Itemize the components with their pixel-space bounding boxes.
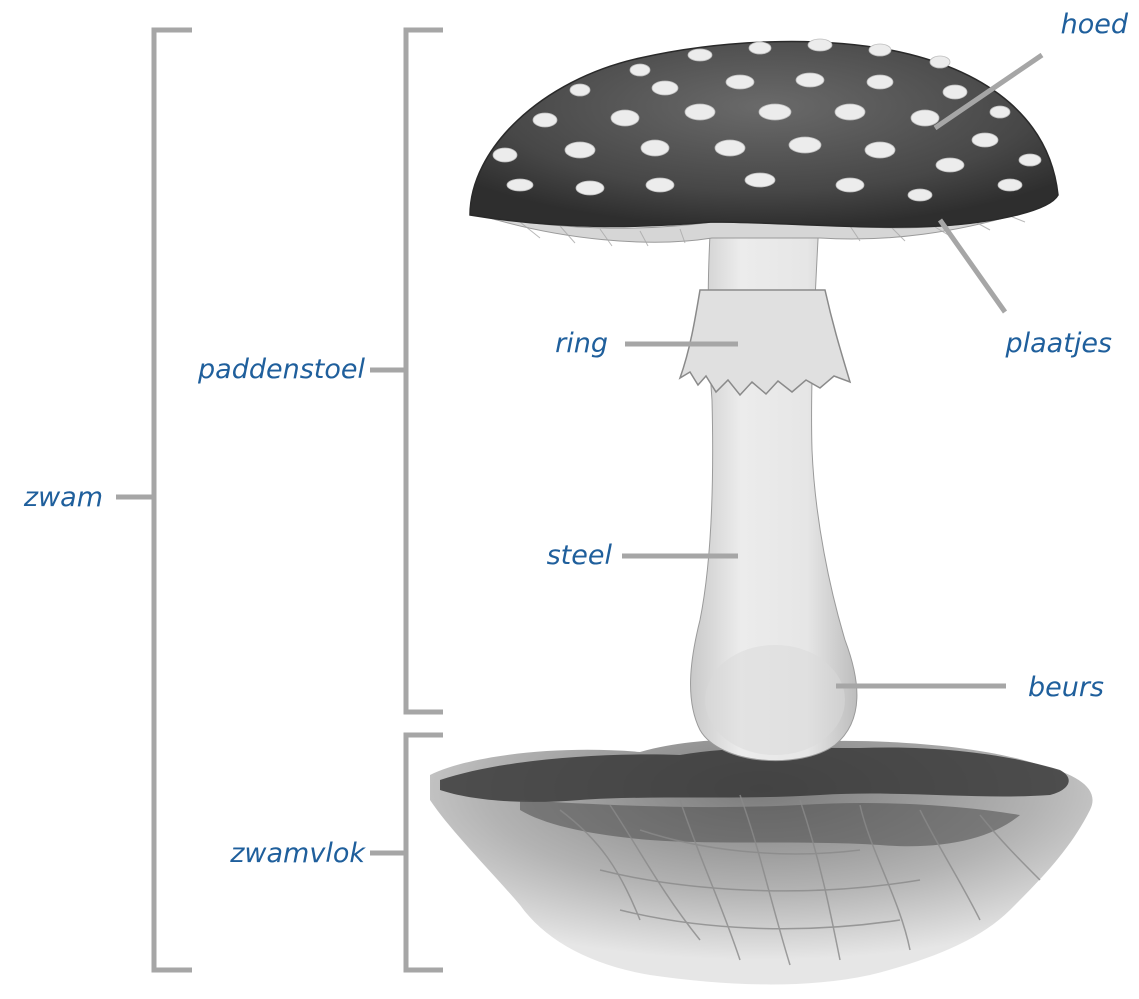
label-zwamvlok: zwamvlok	[229, 838, 366, 869]
zwam-bracket	[154, 30, 192, 970]
paddenstoel-bracket	[406, 30, 443, 712]
mycelium-soil	[430, 740, 1093, 985]
label-hoed: hoed	[1061, 9, 1129, 40]
label-zwam: zwam	[23, 482, 103, 513]
label-beurs: beurs	[1028, 672, 1104, 703]
mushroom-illustration	[430, 39, 1093, 984]
plaatjes-leader	[940, 220, 1005, 312]
volva-bulb	[705, 645, 845, 755]
cap	[470, 42, 1058, 228]
label-ring: ring	[555, 328, 608, 359]
label-paddenstoel: paddenstoel	[197, 354, 365, 385]
label-plaatjes: plaatjes	[1005, 328, 1113, 359]
zwamvlok-bracket	[406, 735, 443, 970]
label-steel: steel	[547, 540, 613, 571]
